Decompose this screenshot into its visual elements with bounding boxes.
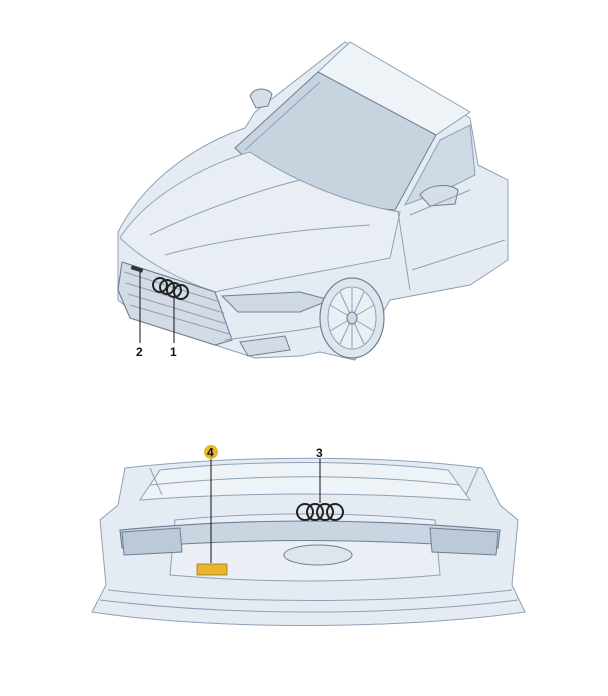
- right-mirror: [419, 185, 459, 207]
- callout-3: 3: [316, 446, 323, 460]
- rear-deck: [139, 462, 472, 501]
- left-tail-light: [121, 527, 183, 556]
- fog-light: [239, 335, 291, 357]
- car-rear-view: [91, 457, 526, 626]
- front-grille: [117, 261, 233, 346]
- rear-rings-emblem: [296, 503, 344, 521]
- callout-2: 2: [136, 345, 143, 359]
- front-rings-emblem: [152, 277, 189, 300]
- callout-1: 1: [170, 345, 177, 359]
- left-mirror: [249, 88, 273, 109]
- headlight: [220, 291, 332, 313]
- tail-light-bar: [119, 520, 501, 549]
- right-tail-light: [429, 527, 499, 556]
- callout-4: 4: [207, 446, 214, 460]
- license-plate-recess: [283, 544, 353, 566]
- rear-model-badge: [196, 563, 228, 576]
- callout-4-highlight: [204, 445, 218, 459]
- car-front-view: [117, 41, 509, 361]
- front-wheel: [319, 277, 385, 359]
- hood: [119, 151, 401, 293]
- front-badge: [130, 265, 144, 273]
